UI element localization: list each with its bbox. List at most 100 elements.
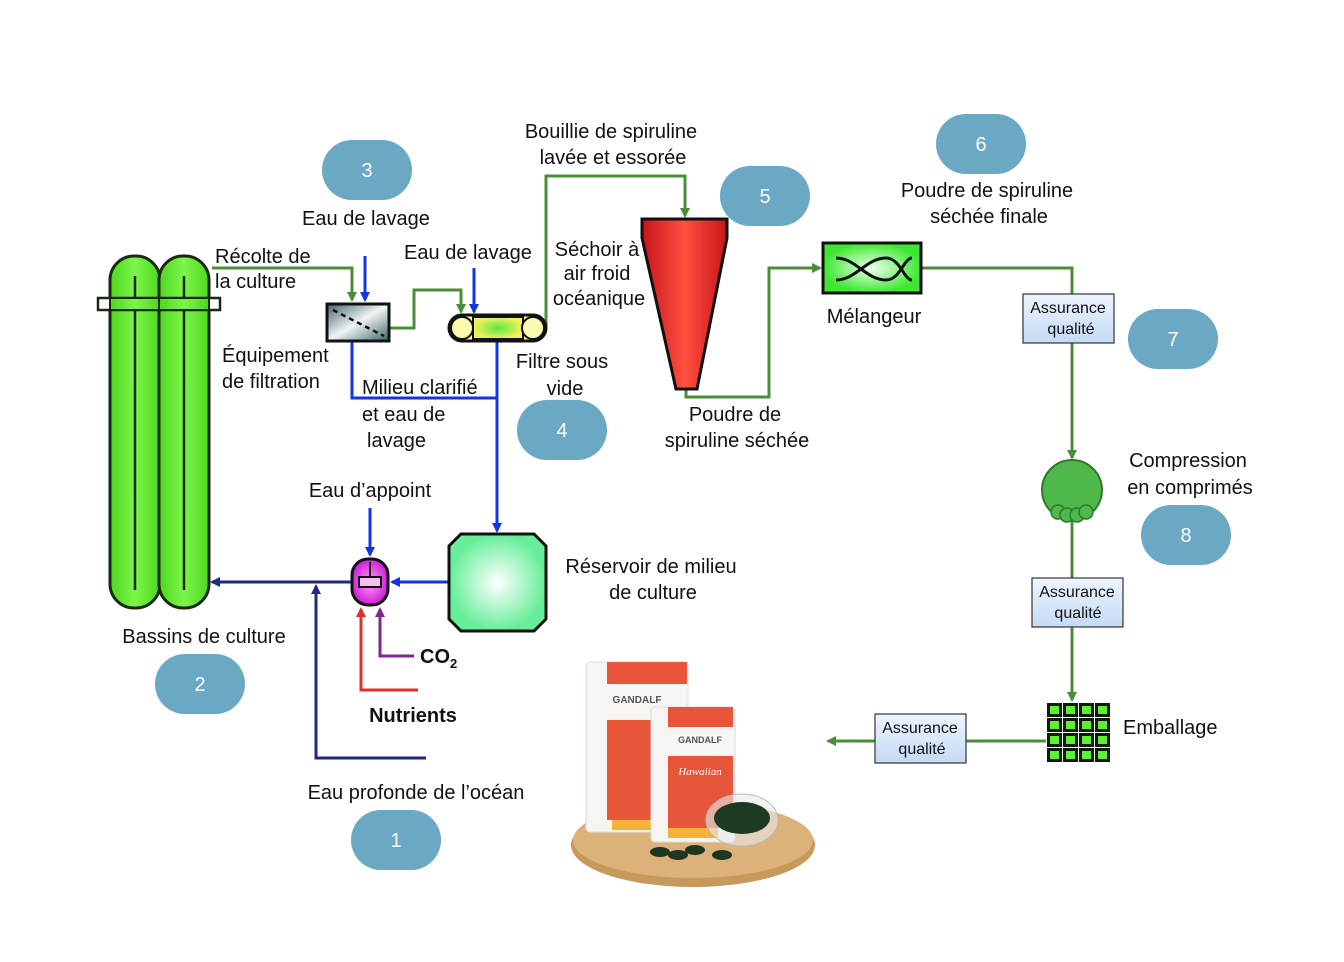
compression-label: Compression [1129, 450, 1247, 472]
package-cell-fill [1082, 721, 1091, 729]
ocean-water-label: Eau profonde de l’océan [308, 782, 525, 804]
badge-shape [936, 114, 1026, 174]
filtration-label: Équipement [222, 344, 329, 367]
step-badge-2: 2 [155, 654, 245, 714]
dryer-label: océanique [553, 288, 645, 310]
step-badge-7: 7 [1128, 309, 1218, 369]
clarified-medium-flow [350, 341, 497, 400]
badge-shape [155, 654, 245, 714]
slurry-label: lavée et essorée [540, 147, 687, 169]
dried-powder-label: spiruline séchée [665, 430, 810, 452]
qa-label: Assurance [882, 720, 958, 737]
package-cell-fill [1066, 751, 1075, 759]
culture-ponds-icon [96, 254, 222, 610]
package-cell-fill [1082, 751, 1091, 759]
final-powder-flow [921, 266, 1077, 460]
package-cell-fill [1098, 721, 1107, 729]
package-cell-fill [1050, 706, 1059, 714]
final-powder-label: séchée finale [930, 206, 1048, 228]
clarified-medium-label: et eau de [362, 404, 445, 426]
reservoir-label: de culture [609, 582, 697, 604]
packaging-icon [1047, 703, 1110, 762]
nutrients-label: Nutrients [369, 705, 457, 727]
badge-number: 7 [1167, 329, 1178, 351]
clarified-medium-label: lavage [367, 430, 426, 452]
package-cell-fill [1098, 736, 1107, 744]
badge-shape [720, 166, 810, 226]
qa-label: qualité [898, 741, 945, 758]
badge-shape [322, 140, 412, 200]
final-powder-label: Poudre de spiruline [901, 180, 1073, 202]
step-badges: 1 2 3 4 5 6 7 8 [155, 114, 1231, 870]
package-cell-fill [1050, 751, 1059, 759]
labels: Eau profonde de l’océan Bassins de cultu… [122, 121, 1253, 804]
culture-ponds-label: Bassins de culture [122, 626, 285, 648]
quality-assurance-box-3: Assurance qualité [874, 713, 967, 764]
badge-shape [351, 810, 441, 870]
nutrients-flow [356, 607, 418, 692]
reservoir-label: Réservoir de milieu [565, 556, 736, 578]
step-badge-5: 5 [720, 166, 810, 226]
step-badge-3: 3 [322, 140, 412, 200]
vacuum-filter-label: Filtre sous [516, 351, 608, 373]
product-brand: GANDALF [678, 735, 722, 745]
culture-medium-reservoir-icon [447, 532, 548, 633]
dried-powder-label: Poudre de [689, 404, 781, 426]
ocean-water-flow [311, 584, 426, 760]
vacuum-filter-label: vide [547, 378, 584, 400]
product-title: Hawaiian [677, 766, 722, 778]
slurry-label: Bouillie de spiruline [525, 121, 697, 143]
filtration-label: de filtration [222, 371, 320, 393]
tablet-press-icon [1041, 459, 1103, 523]
badge-shape [517, 400, 607, 460]
harvest-flow [212, 266, 357, 302]
badge-number: 4 [556, 420, 567, 442]
package-cell-fill [1066, 736, 1075, 744]
clarified-medium-label: Milieu clarifié [362, 377, 478, 399]
mixer-label: Mélangeur [827, 306, 922, 328]
filtration-equipment-icon [325, 302, 391, 343]
wash-water-label: Eau de lavage [302, 208, 430, 230]
packaging-label: Emballage [1123, 717, 1218, 739]
badge-number: 3 [361, 160, 372, 182]
package-cell-fill [1050, 736, 1059, 744]
badge-shape [1128, 309, 1218, 369]
badge-number: 8 [1180, 525, 1191, 547]
qa-label: Assurance [1030, 300, 1106, 317]
dryer-label: air froid [564, 263, 631, 285]
package-cell-fill [1082, 736, 1091, 744]
quality-assurance-box-1: Assurance qualité [1022, 293, 1115, 344]
quality-assurance-box-2: Assurance qualité [1031, 577, 1124, 628]
step-badge-6: 6 [936, 114, 1026, 174]
co2-label: CO2 [420, 646, 457, 671]
filtration-to-vacuum-flow [389, 288, 466, 330]
badge-number: 2 [194, 674, 205, 696]
slurry-flow [544, 174, 690, 328]
qa-label: qualité [1047, 321, 1094, 338]
package-cell-fill [1050, 721, 1059, 729]
package-cell-fill [1082, 706, 1091, 714]
harvest-label: la culture [215, 271, 296, 293]
package-cell-fill [1066, 706, 1075, 714]
vacuum-filter-icon [447, 313, 548, 343]
package-cell-fill [1098, 706, 1107, 714]
mixing-tank-icon [350, 557, 390, 607]
ocean-air-dryer-icon [640, 217, 729, 391]
harvest-label: Récolte de [215, 246, 311, 268]
makeup-water-label: Eau d’appoint [309, 480, 432, 502]
co2-flow [375, 607, 414, 658]
step-badge-8: 8 [1141, 505, 1231, 565]
compression-label: en comprimés [1127, 477, 1253, 499]
mixer-icon [821, 241, 923, 295]
qa-label: qualité [1054, 605, 1101, 622]
dryer-label: Séchoir à [555, 239, 640, 261]
wash-water-label: Eau de lavage [404, 242, 532, 264]
qa-label: Assurance [1039, 584, 1115, 601]
product-brand: GANDALF [613, 695, 662, 706]
badge-shape [1141, 505, 1231, 565]
package-cell-fill [1098, 751, 1107, 759]
package-cell-fill [1066, 721, 1075, 729]
badge-number: 1 [390, 830, 401, 852]
step-badge-4: 4 [517, 400, 607, 460]
